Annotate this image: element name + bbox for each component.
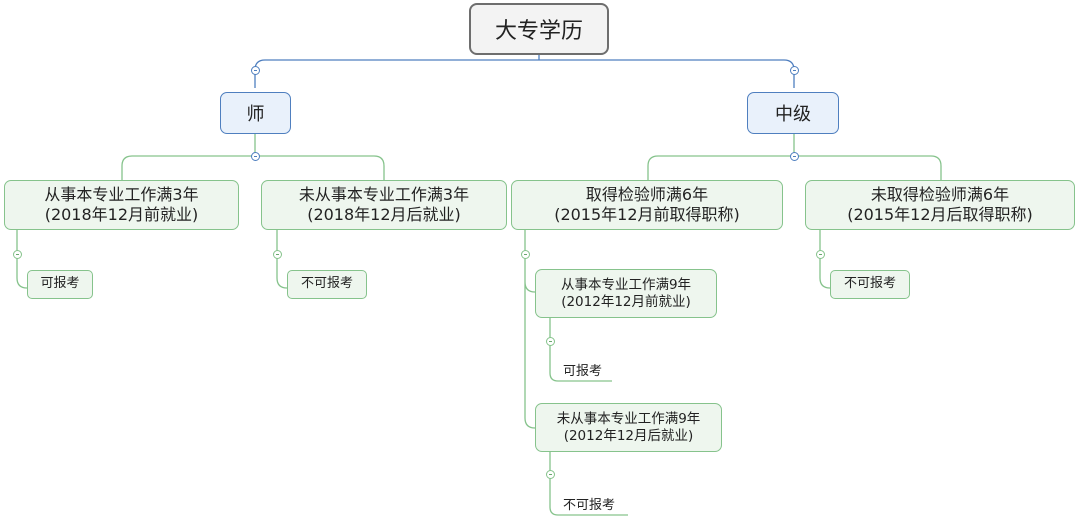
- subtopic-line2: (2018年12月后就业): [307, 205, 461, 224]
- root-topic[interactable]: 大专学历: [469, 3, 609, 55]
- subtopic-line2: (2012年12月后就业): [563, 427, 694, 444]
- subtopic-line1: 未取得检验师满6年: [870, 185, 1010, 204]
- subtopic-line2: (2015年12月前取得职称): [554, 205, 740, 224]
- leaf-topic-b[interactable]: 不可报考: [287, 270, 367, 299]
- subtopic-line1: 未从事本专业工作满9年: [556, 410, 701, 427]
- subtopic-d[interactable]: 未取得检验师满6年 (2015年12月后取得职称): [805, 180, 1075, 230]
- subtopic-line2: (2015年12月后取得职称): [847, 205, 1033, 224]
- subtopic-a[interactable]: 从事本专业工作满3年 (2018年12月前就业): [4, 180, 239, 230]
- branch-topic-shi[interactable]: 师: [220, 92, 291, 134]
- branch-topic-zhongji[interactable]: 中级: [747, 92, 839, 134]
- subtopic-line1: 从事本专业工作满9年: [560, 276, 692, 293]
- collapse-toggle-icon[interactable]: [546, 470, 555, 479]
- subtopic-line1: 取得检验师满6年: [585, 185, 709, 204]
- collapse-toggle-icon[interactable]: [273, 250, 282, 259]
- subtopic-line1: 从事本专业工作满3年: [44, 185, 199, 204]
- collapse-toggle-icon[interactable]: [790, 152, 799, 161]
- collapse-toggle-icon[interactable]: [790, 66, 799, 75]
- subtopic-line1: 未从事本专业工作满3年: [298, 185, 470, 204]
- subtopic-line2: (2012年12月前就业): [561, 293, 691, 310]
- collapse-toggle-icon[interactable]: [521, 250, 530, 259]
- collapse-toggle-icon[interactable]: [816, 250, 825, 259]
- subtopic-line2: (2018年12月前就业): [44, 205, 199, 224]
- leaf-topic-c1[interactable]: 可报考: [563, 364, 603, 379]
- leaf-topic-c2[interactable]: 不可报考: [563, 498, 616, 513]
- subtopic-c2[interactable]: 未从事本专业工作满9年 (2012年12月后就业): [535, 403, 722, 452]
- subtopic-c[interactable]: 取得检验师满6年 (2015年12月前取得职称): [511, 180, 783, 230]
- collapse-toggle-icon[interactable]: [251, 66, 260, 75]
- leaf-topic-a[interactable]: 可报考: [27, 270, 93, 299]
- subtopic-c1[interactable]: 从事本专业工作满9年 (2012年12月前就业): [535, 269, 717, 318]
- subtopic-b[interactable]: 未从事本专业工作满3年 (2018年12月后就业): [261, 180, 507, 230]
- collapse-toggle-icon[interactable]: [546, 337, 555, 346]
- leaf-topic-d[interactable]: 不可报考: [830, 270, 910, 299]
- collapse-toggle-icon[interactable]: [251, 152, 260, 161]
- collapse-toggle-icon[interactable]: [13, 250, 22, 259]
